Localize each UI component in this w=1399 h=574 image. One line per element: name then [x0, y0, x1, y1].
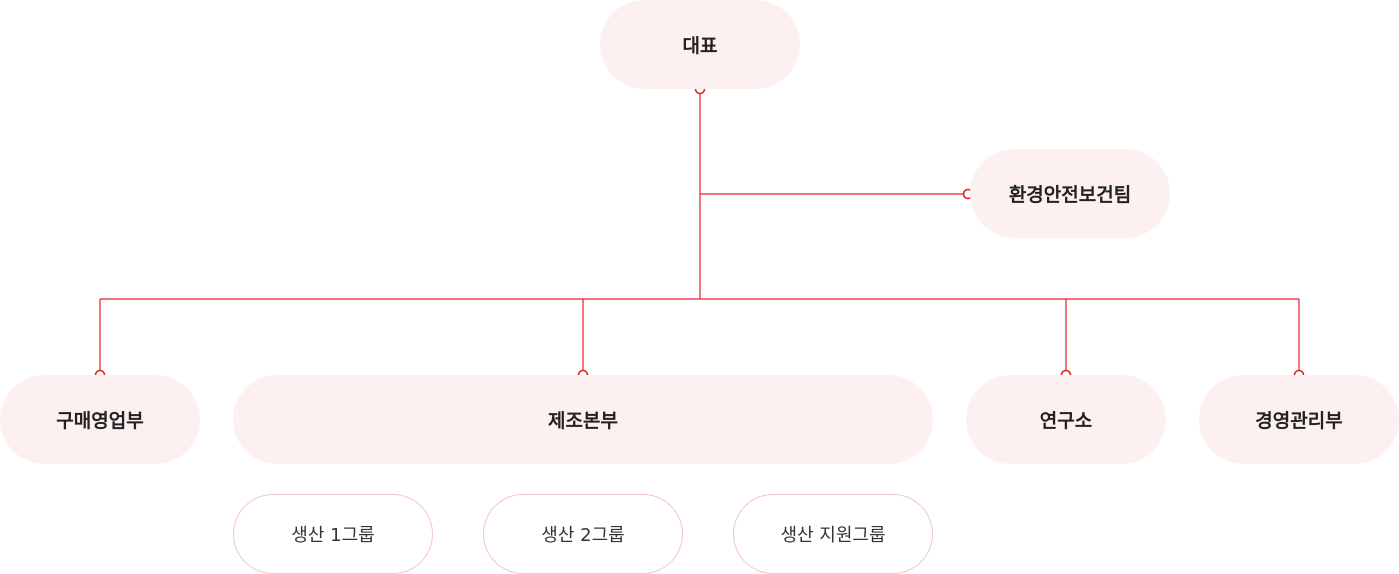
node-safety-team-label: 환경안전보건팀 — [1008, 184, 1132, 206]
node-purchasing-sales-label: 구매영업부 — [56, 410, 144, 432]
subnode-production-support-label: 생산 지원그룹 — [780, 525, 886, 546]
node-ceo: 대표 — [600, 0, 800, 89]
node-manufacturing: 제조본부 — [233, 375, 933, 464]
subnode-production-1: 생산 1그룹 — [233, 494, 433, 574]
node-purchasing-sales: 구매영업부 — [0, 375, 200, 464]
subnode-production-support: 생산 지원그룹 — [733, 494, 933, 574]
node-management: 경영관리부 — [1199, 375, 1399, 464]
node-research-lab-label: 연구소 — [1039, 410, 1093, 432]
node-research-lab: 연구소 — [966, 375, 1166, 464]
subnode-production-2-label: 생산 2그룹 — [541, 525, 625, 546]
subnode-production-2: 생산 2그룹 — [483, 494, 683, 574]
node-manufacturing-label: 제조본부 — [548, 410, 618, 432]
node-ceo-label: 대표 — [682, 35, 718, 57]
node-safety-team: 환경안전보건팀 — [970, 149, 1170, 238]
node-management-label: 경영관리부 — [1255, 410, 1343, 432]
subnode-production-1-label: 생산 1그룹 — [291, 525, 375, 546]
